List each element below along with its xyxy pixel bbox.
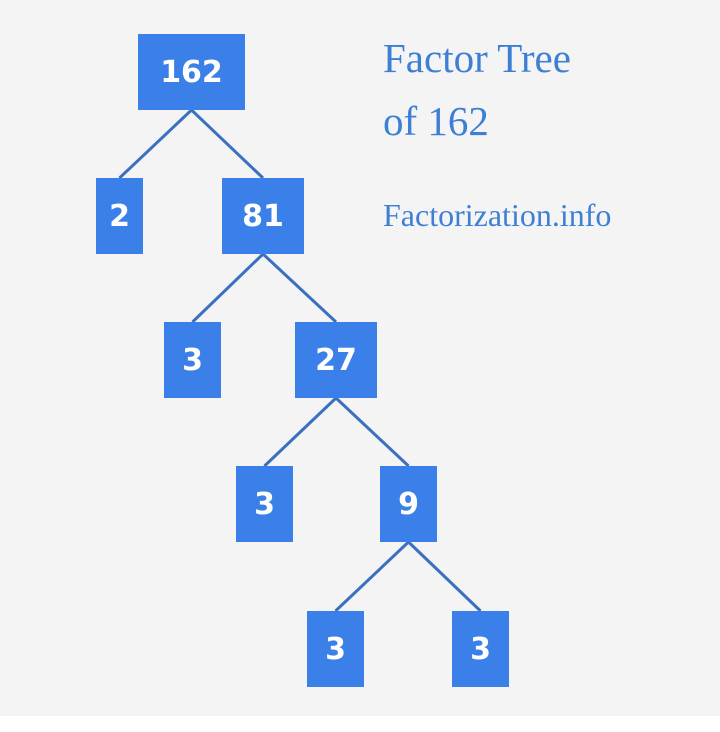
node-9: 9 <box>380 466 437 542</box>
node-2: 2 <box>96 178 143 254</box>
diagram-title-line-2: of 162 <box>383 98 489 144</box>
edge-n27-n3b <box>263 396 338 468</box>
diagram-title-line-1: Factor Tree <box>383 35 571 81</box>
edge-n9-n3d <box>407 540 482 613</box>
edge-n27-n9 <box>334 396 410 468</box>
node-3-level-5-right: 3 <box>452 611 509 687</box>
site-label: Factorization.info <box>383 197 612 233</box>
edge-n81-n27 <box>261 252 338 324</box>
node-81: 81 <box>222 178 304 254</box>
edge-n9-n3c <box>334 540 410 613</box>
node-3-level-5-left: 3 <box>307 611 364 687</box>
edge-n81-n3a <box>191 252 265 324</box>
edge-n162-n2 <box>118 108 193 180</box>
node-3-level-4: 3 <box>236 466 293 542</box>
node-162: 162 <box>138 34 245 110</box>
node-3-level-3: 3 <box>164 322 221 398</box>
node-27: 27 <box>295 322 377 398</box>
edge-n162-n81 <box>190 108 265 180</box>
